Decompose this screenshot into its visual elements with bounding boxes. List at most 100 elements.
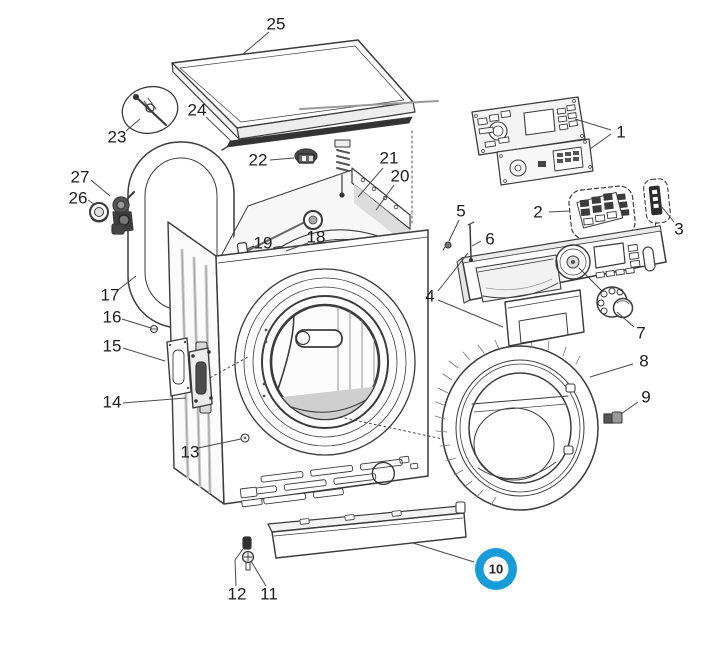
leader-line-22 [269,157,295,161]
kick-plinth [268,502,466,558]
leader-line-20 [375,184,395,211]
part-number-14: 14 [103,392,122,411]
part-callout-14: 14 [103,392,187,411]
part-number-2: 2 [533,202,542,221]
part-number-6: 6 [485,229,494,248]
front-panel [206,230,452,504]
leader-line-23 [125,118,141,132]
part-number-9: 9 [641,387,650,406]
part-callout-18: 18 [285,227,325,252]
plinth-plug [243,537,251,549]
part-number-16: 16 [103,307,122,326]
leader-line-3 [661,206,675,223]
detergent-drawer-front [505,290,584,346]
part-number-19: 19 [254,233,273,252]
inlet-valve [112,192,134,234]
leader-line-21 [357,167,384,198]
part-callout-9: 9 [620,387,651,415]
leader-line-13 [197,438,242,449]
top-trim-strip [222,101,438,150]
part-number-15: 15 [103,336,122,355]
leader-line-2 [548,210,571,213]
leader-line-10 [412,542,475,563]
hole-plug [241,434,249,442]
leader-line-5 [448,219,460,242]
part-number-3: 3 [674,219,683,238]
highlight-badge-inner [483,556,509,582]
part-callout-10[interactable]: 10 [412,542,517,590]
hinge-screw [151,326,158,333]
part-callout-5: 5 [448,201,466,242]
part-number-22: 22 [249,150,268,169]
leader-line-18 [285,242,309,252]
base-vents [239,455,420,507]
part-number-13: 13 [181,442,200,461]
part-callout-19: 19 [246,233,273,252]
leader-line-1 [574,118,612,131]
part-callout-4: 4 [425,252,504,328]
leader-line-4 [437,299,504,328]
part-number-12: 12 [228,584,247,603]
part-number-17: 17 [101,285,120,304]
leader-line-27 [90,179,111,197]
part-callout-12: 12 [228,548,247,603]
part-callout-23: 23 [108,118,141,146]
part-number-1: 1 [616,122,625,141]
leader-line-16 [121,318,152,329]
plinth-screw [243,552,254,571]
leader-line-15 [122,347,166,362]
button-pack [568,185,637,249]
drawer-pin [468,222,474,262]
part-callout-6: 6 [471,229,495,248]
control-fascia [457,226,666,303]
leader-line-17 [117,275,137,291]
leader-line-25 [242,31,270,55]
leader-line-7 [616,311,635,328]
part-callout-1: 1 [574,118,626,150]
part-callout-11: 11 [250,560,278,603]
leader-line-6 [471,240,482,247]
part-number-10: 10 [489,561,503,576]
door-assembly [435,338,598,510]
part-number-23: 23 [108,127,127,146]
part-callout-7: 7 [616,311,646,342]
part-number-5: 5 [456,201,465,220]
hinge-plate [167,338,191,396]
leader-line-4 [437,252,469,292]
part-callout-2: 2 [533,202,571,221]
part-number-11: 11 [260,584,278,603]
drawer-clip [443,242,451,250]
leader-line-12 [234,548,244,587]
part-number-4: 4 [425,286,434,305]
leader-line-9 [620,401,639,415]
part-callout-27: 27 [71,167,111,197]
door-lock-bracket [604,412,622,423]
leader-line-24 [205,116,232,142]
part-number-27: 27 [71,167,90,186]
part-callout-15: 15 [103,336,166,362]
leader-line-8 [589,363,634,378]
suspension-spring [335,140,350,197]
part-callout-25: 25 [242,14,286,55]
door-hinge [189,342,213,413]
part-number-8: 8 [639,351,648,370]
part-callout-26: 26 [69,188,95,207]
part-callout-22: 22 [249,150,295,169]
part-number-7: 7 [636,323,645,342]
leader-line-19 [246,245,255,250]
leader-line-1 [589,133,612,150]
part-callout-16: 16 [103,307,152,329]
part-callout-20: 20 [375,166,410,211]
leader-line-11 [250,560,267,587]
hose-clamp [295,149,317,163]
part-number-26: 26 [69,188,88,207]
part-number-25: 25 [267,14,286,33]
part-callout-17: 17 [101,275,137,304]
part-callout-3: 3 [661,206,684,238]
part-callout-24: 24 [188,100,232,142]
part-number-20: 20 [391,166,410,185]
part-callout-8: 8 [589,351,649,378]
